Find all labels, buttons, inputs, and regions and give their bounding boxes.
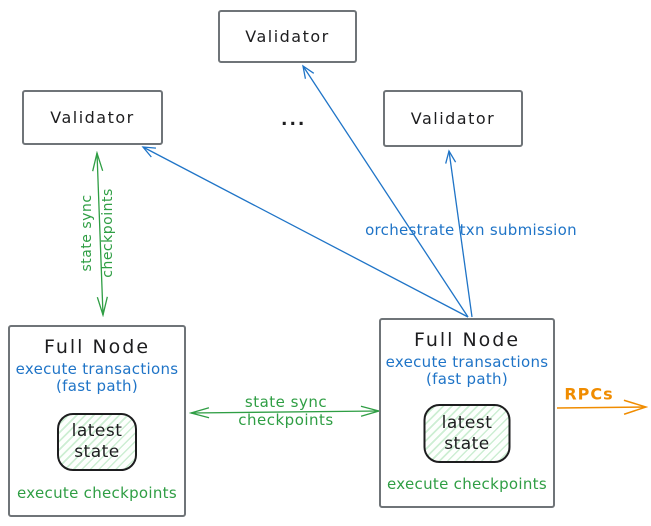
- latest-state-left-box: latest state: [57, 413, 137, 471]
- validator-top-label: Validator: [245, 27, 330, 46]
- fullnode-right-exec-line2: (fast path): [425, 370, 509, 388]
- arrow-state-sync-vertical: [97, 153, 103, 315]
- fullnode-left-exec-line2: (fast path): [55, 377, 139, 395]
- arrow-fullnode-to-validator-right: [445, 149, 473, 318]
- state-sync-vertical-line1: state sync: [79, 194, 95, 272]
- latest-state-right-box: latest state: [423, 404, 511, 463]
- fullnode-left-exec-line1: execute transactions: [15, 360, 179, 378]
- fullnode-left-execute-checkpoints: execute checkpoints: [17, 484, 177, 502]
- state-sync-vertical-label: state sync checkpoints: [77, 188, 119, 278]
- validator-left-label: Validator: [50, 108, 135, 127]
- fullnode-right-box: Full Node execute transactions (fast pat…: [379, 318, 555, 508]
- orchestrate-arrows: [141, 64, 473, 318]
- fullnode-right-execute-checkpoints: execute checkpoints: [387, 475, 547, 493]
- rpcs-label: RPCs: [564, 384, 614, 404]
- arrow-state-sync-horizontal: [191, 411, 379, 413]
- fullnode-left-title: Full Node: [43, 336, 151, 358]
- fullnode-right-exec-line1: execute transactions: [385, 353, 549, 371]
- latest-state-left-line2: state: [74, 442, 120, 462]
- more-validators-ellipsis: ...: [281, 110, 307, 130]
- state-sync-horizontal-line2: checkpoints: [238, 411, 334, 429]
- validator-left-box: Validator: [22, 90, 163, 145]
- validator-top-box: Validator: [218, 10, 357, 63]
- fullnode-right-execute-transactions: execute transactions (fast path): [381, 354, 553, 388]
- fullnode-left-box: Full Node execute transactions (fast pat…: [8, 325, 186, 517]
- fullnode-left-execute-transactions: execute transactions (fast path): [10, 361, 184, 395]
- state-sync-vertical-line2: checkpoints: [100, 188, 116, 278]
- arrow-fullnode-to-validator-top: [302, 64, 469, 318]
- validator-right-box: Validator: [383, 90, 523, 147]
- latest-state-left-line1: latest: [71, 421, 123, 441]
- orchestrate-txn-submission-label: orchestrate txn submission: [365, 221, 577, 239]
- state-sync-horizontal-line1: state sync: [244, 393, 328, 411]
- arrow-rpcs: [556, 407, 645, 408]
- fullnode-right-title: Full Node: [413, 329, 521, 351]
- validator-right-label: Validator: [410, 109, 496, 128]
- latest-state-right-line2: state: [444, 433, 490, 454]
- state-sync-horizontal-label: state sync checkpoints: [238, 393, 334, 429]
- arrow-fullnode-to-validator-left: [141, 146, 469, 318]
- latest-state-right-line1: latest: [441, 412, 493, 433]
